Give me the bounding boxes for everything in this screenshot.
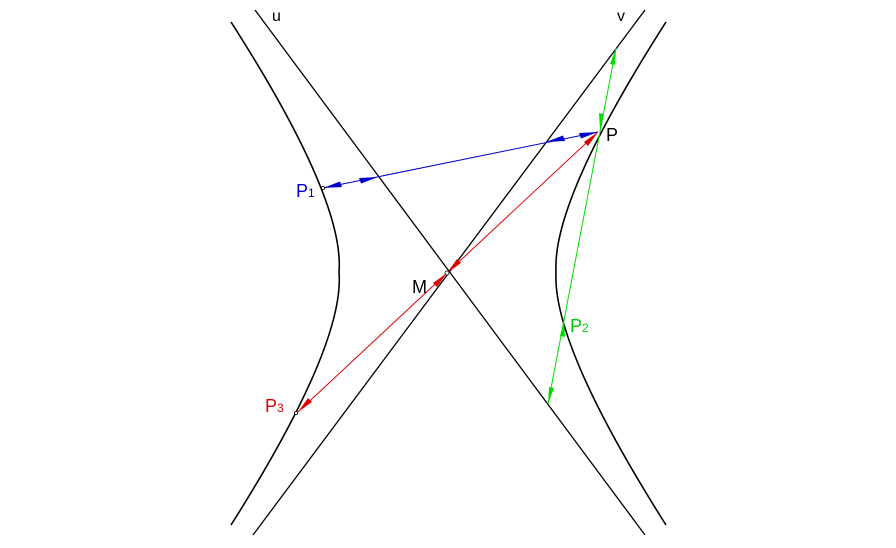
arrowhead-p1 [323, 181, 342, 188]
arrowhead-p-blue [579, 132, 598, 139]
arrowhead-m-upper [447, 259, 461, 273]
arrowhead-p2 [560, 320, 565, 337]
asymptote-u [254, 9, 646, 536]
point-p1 [320, 185, 325, 190]
segment-p-p2 [547, 47, 617, 405]
arrowhead-m-lower [433, 273, 447, 287]
label-p1: P1 [296, 181, 315, 201]
label-u: u [272, 8, 281, 25]
arrowhead-p3 [298, 398, 312, 412]
arrowhead-blue-near-v [546, 135, 565, 142]
arrowhead-blue-near-u [359, 177, 378, 184]
hyperbola-left-branch [230, 21, 341, 526]
segment-p1-p [322, 131, 599, 189]
label-m: M [412, 277, 427, 297]
arrowhead-green-bottom [548, 387, 554, 404]
point-p3 [293, 410, 298, 415]
label-p3: P3 [265, 396, 284, 416]
arrowhead-p-green [599, 113, 604, 130]
hyperbola-right-branch [555, 21, 667, 526]
label-p2: P2 [570, 316, 589, 336]
label-v: v [617, 8, 625, 25]
label-p: P [606, 125, 618, 145]
arrowhead-green-top [610, 48, 616, 65]
arrowhead-p-red [584, 132, 598, 146]
point-m [444, 270, 450, 276]
